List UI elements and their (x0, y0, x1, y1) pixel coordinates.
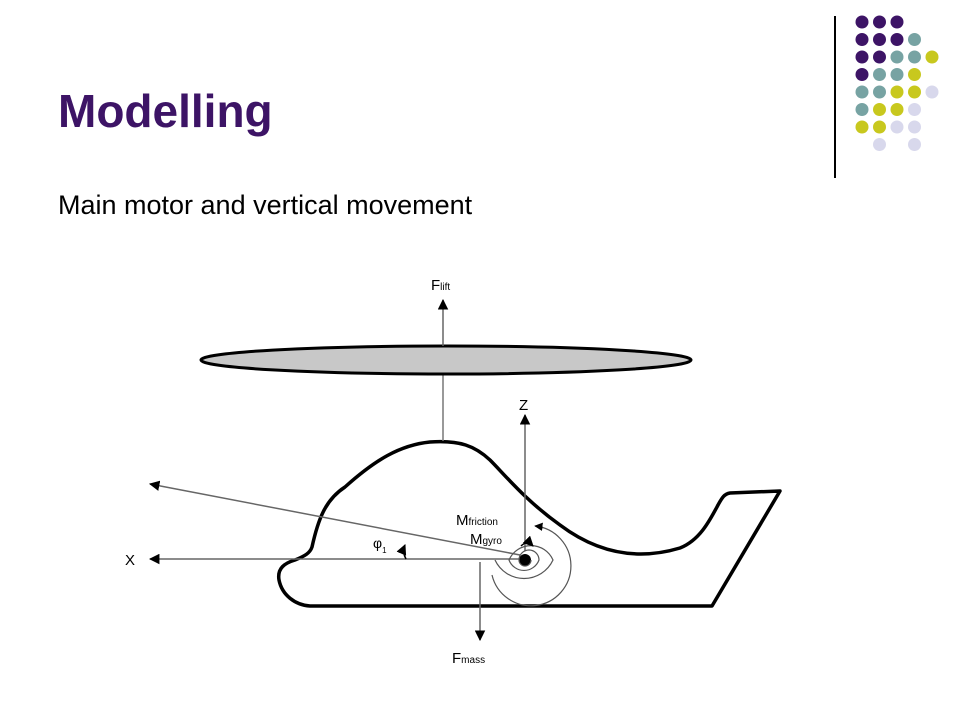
phi-angle-arc (396, 544, 407, 560)
dot-purple (873, 50, 886, 64)
dot-olive (855, 120, 869, 134)
slide-title: Modelling (58, 85, 273, 137)
dot-olive (890, 85, 904, 99)
dot-teal (873, 85, 886, 99)
dot-lavender (890, 120, 904, 134)
dot-teal (908, 33, 921, 46)
dot-teal (855, 85, 869, 99)
dot-purple (873, 33, 886, 46)
dot-lavender (908, 103, 921, 116)
tilted-axis-arrow (148, 480, 521, 556)
mass-force-label: Fmass (452, 650, 485, 667)
dot-purple (855, 33, 869, 46)
dot-teal (890, 68, 904, 81)
dot-olive (873, 120, 886, 134)
dot-purple (855, 15, 869, 29)
friction-moment-arc (491, 522, 572, 607)
dot-olive (908, 68, 921, 81)
dot-teal (855, 103, 869, 116)
x-axis-label: X (125, 552, 135, 569)
dot-lavender (925, 85, 939, 99)
helicopter-body (276, 439, 782, 608)
dot-lavender (873, 138, 886, 151)
dot-purple (890, 33, 904, 46)
dot-lavender (908, 120, 921, 134)
dot-olive (908, 85, 921, 99)
dot-teal (873, 68, 886, 81)
phi-angle-label: φ1 (373, 535, 387, 555)
slide-subtitle: Main motor and vertical movement (58, 190, 473, 220)
decorative-dot-grid (855, 15, 939, 151)
gyro-moment-spiral (494, 544, 554, 580)
lift-force-label: Flift (431, 277, 450, 294)
dot-purple (855, 50, 869, 64)
decorative-divider (834, 16, 836, 178)
dot-teal (890, 50, 904, 64)
friction-moment-label: Mfriction (456, 512, 498, 529)
center-of-rotation (519, 554, 531, 566)
dot-olive (890, 103, 904, 116)
dot-teal (908, 50, 921, 64)
z-axis-label: Z (519, 397, 528, 414)
dot-purple (855, 68, 869, 81)
dot-purple (890, 15, 904, 29)
rotor-disc (199, 344, 693, 376)
gyro-moment-arrow (520, 535, 534, 547)
dot-lavender (908, 138, 921, 151)
dot-olive (925, 50, 939, 64)
dot-olive (873, 103, 886, 116)
gyro-moment-label: Mgyro (470, 531, 502, 548)
dot-purple (873, 15, 886, 29)
